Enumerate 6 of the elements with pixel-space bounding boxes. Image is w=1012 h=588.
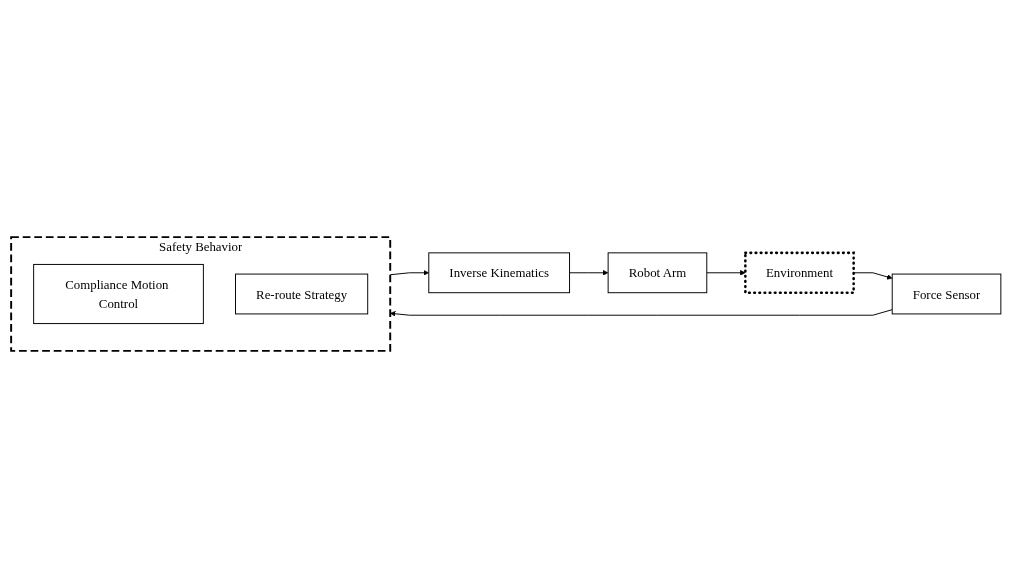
node-box: Re-route Strategy (235, 273, 369, 315)
node-box: Robot Arm (607, 252, 708, 294)
node-box: Inverse Kinematics (428, 252, 571, 294)
node-box: Compliance Motion Control (33, 263, 204, 325)
node-box: Environment (744, 251, 855, 294)
node-box: Force Sensor (891, 273, 1002, 315)
